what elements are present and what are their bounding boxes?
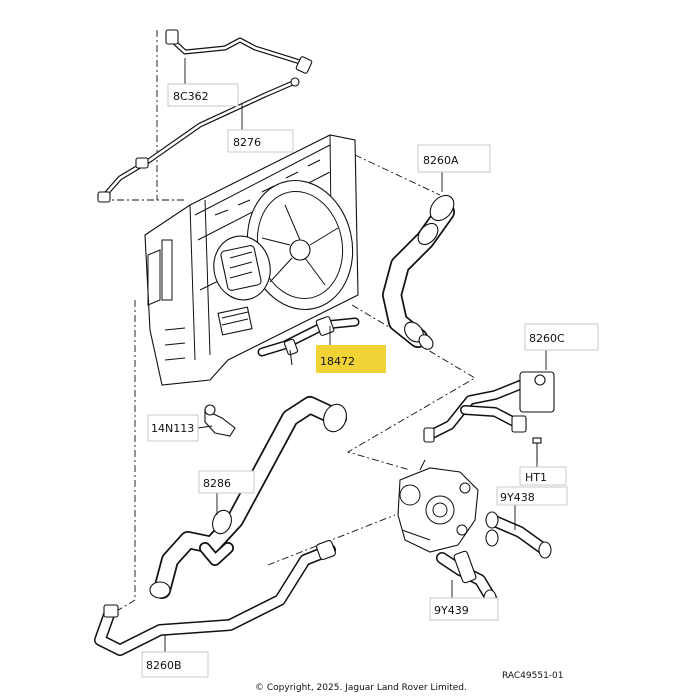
callout-9y439[interactable]: 9Y439 [429, 597, 499, 621]
radiator-cooling-pack [144, 134, 359, 386]
bolt-ht1[interactable] [532, 437, 542, 462]
pipe-8276[interactable] [97, 77, 300, 203]
callout-8276[interactable]: 8276 [227, 129, 294, 153]
callout-8260a[interactable]: 8260A [417, 144, 491, 173]
hose-8260b[interactable] [94, 540, 336, 656]
callout-8c362[interactable]: 8C362 [167, 83, 239, 107]
copyright-notice: © Copyright, 2025. Jaguar Land Rover Lim… [255, 683, 467, 693]
leader-lines [164, 58, 547, 652]
svg-text:HT1: HT1 [525, 471, 547, 484]
callout-ht1[interactable]: HT1 [519, 466, 567, 486]
svg-text:8C362: 8C362 [173, 90, 209, 103]
callout-14n113[interactable]: 14N113 [147, 414, 199, 442]
svg-text:18472: 18472 [320, 355, 355, 368]
hose-8260a[interactable] [382, 191, 459, 352]
reference-number: RAC49551-01 [502, 671, 564, 681]
svg-text:9Y439: 9Y439 [434, 604, 469, 617]
hose-18472[interactable] [257, 316, 360, 366]
svg-text:14N113: 14N113 [151, 422, 194, 435]
clip-14n113[interactable] [204, 404, 236, 437]
svg-text:8276: 8276 [233, 136, 261, 149]
svg-text:9Y438: 9Y438 [500, 491, 535, 504]
callout-9y438[interactable]: 9Y438 [496, 486, 568, 506]
thermostat-housing [397, 459, 479, 553]
callout-8286[interactable]: 8286 [198, 470, 255, 494]
pipe-9y438[interactable] [485, 511, 552, 559]
svg-text:8286: 8286 [203, 477, 231, 490]
hose-8260c[interactable] [423, 371, 555, 443]
hose-8286[interactable] [149, 396, 350, 599]
callout-8260b[interactable]: 8260B [141, 651, 209, 678]
svg-text:8260C: 8260C [529, 332, 565, 345]
callout-8260c[interactable]: 8260C [524, 323, 599, 351]
svg-text:8260A: 8260A [423, 154, 459, 167]
pipe-8c362[interactable] [165, 29, 313, 74]
callout-18472[interactable]: 18472 [316, 345, 386, 373]
svg-text:8260B: 8260B [146, 659, 182, 672]
